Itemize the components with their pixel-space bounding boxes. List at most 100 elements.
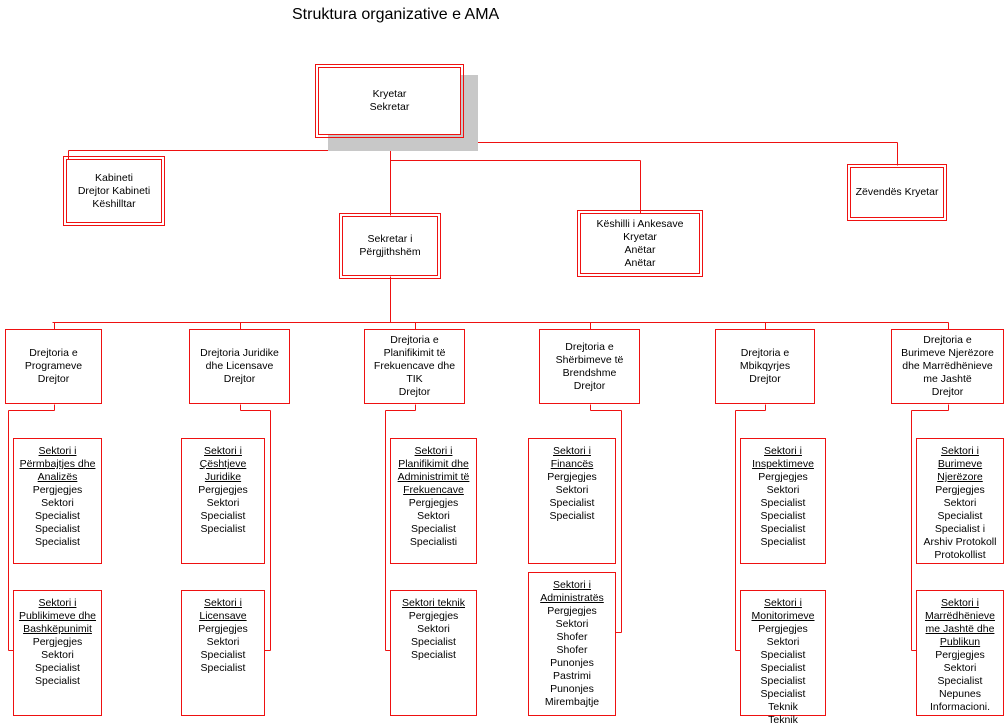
box-text-line: Nepunes — [938, 688, 982, 700]
box-text-line: Sektori — [41, 649, 74, 661]
box-text-line: Programeve — [24, 360, 83, 372]
box-text-line: Specialist — [35, 675, 80, 687]
box-text-line: Brendshme — [562, 366, 617, 379]
box-text-line: TIK — [406, 373, 423, 385]
box-text-line: Specialist — [35, 523, 80, 535]
box-text-line: Planifikimit të — [383, 347, 446, 359]
box-text-line: Sektori — [555, 484, 589, 496]
sector-title-line: Sektori i — [414, 445, 453, 457]
box-text-line: Punonjes — [550, 657, 594, 669]
box-text-line: Specialist — [760, 523, 806, 535]
box-text-line: Punonjes — [550, 683, 594, 695]
box-text-line: Specialist — [760, 675, 806, 687]
box-text-line: Përgjithshëm — [359, 246, 421, 258]
sector-title-line: Administrimit të — [397, 471, 470, 483]
box-text-line: Sekretar i — [367, 233, 413, 245]
deputy-chair-box: Zëvendës Kryetar — [847, 164, 947, 221]
box-text-line: Burimeve Njerëzore — [901, 347, 994, 359]
box-text-line: Kabineti — [95, 171, 133, 184]
box-text-line: Specialist — [760, 649, 806, 661]
box-text-line: Pergjegjes — [547, 605, 597, 617]
sector-title-line: Sektori teknik — [401, 597, 466, 609]
sector-title-line: Marrëdhënieve — [924, 610, 996, 622]
box-text-line: Drejtoria e — [390, 334, 439, 346]
sector-title-line: Sektori i — [553, 579, 591, 591]
box-text-line: Specialist — [760, 510, 806, 522]
box-text-line: Anëtar — [624, 243, 656, 256]
sector-title-line: Publikun — [939, 636, 981, 648]
sector-title-line: Analizës — [37, 471, 78, 483]
box-text-line: Pastrimi — [553, 670, 591, 682]
sector-title-line: Planifikimit dhe — [398, 458, 469, 470]
box-text-line: Sektori — [943, 497, 977, 509]
sector-title-line: Sektori i — [941, 445, 979, 457]
box-text-line: Specialist — [200, 662, 246, 674]
box-text-line: Shofer — [556, 644, 588, 656]
sector-title-line: Sektori i — [764, 597, 802, 609]
sector-title-line: Juridike — [204, 471, 242, 483]
box-text-line: Drejtoria e — [29, 347, 78, 359]
box-text-line: Specialist — [200, 649, 246, 661]
box-text-line: Specialisti — [409, 536, 458, 548]
box-text-line: me Jashtë — [923, 373, 972, 385]
box-text-line: Pergjegjes — [547, 471, 597, 483]
box-text-line: Sektori — [417, 623, 450, 635]
box-text-line: Drejtoria e — [923, 334, 972, 346]
box-text-line: Specialist — [200, 510, 246, 522]
sector-title-line: Sektori i — [941, 597, 979, 609]
box-text-line: Sektori — [417, 510, 450, 522]
box-text-line: Sektori — [206, 497, 240, 509]
sector-title-line: Frekuencave — [403, 484, 464, 496]
sector-title-line: Sektori i — [204, 445, 242, 457]
box-text-line: Drejtoria e — [740, 347, 790, 359]
sector-title-line: Sektori i — [553, 445, 591, 457]
box-text-line: Këshilli i Ankesave — [596, 217, 684, 230]
box-text-line: Shërbimeve të — [555, 353, 624, 366]
sector-title-line: Publikimeve dhe — [18, 610, 97, 622]
box-text-line: Pergjegjes — [408, 610, 459, 622]
sector-title-line: Licensave — [199, 610, 247, 622]
box-text-line: Pergjegjes — [758, 471, 808, 483]
box-text-line: Drejtor — [931, 386, 964, 398]
box-text-line: Kryetar — [372, 88, 407, 100]
page-title: Struktura organizative e AMA — [292, 6, 500, 23]
sector-title-line: Monitorimeve — [751, 610, 815, 622]
box-text-line: Sektori — [555, 618, 589, 630]
sector-title-line: Sektori i — [764, 445, 802, 457]
box-text-line: Drejtor — [37, 373, 70, 385]
sector-title-line: Administratës — [540, 592, 604, 604]
box-text-line: Mbikqyrjes — [739, 360, 791, 372]
box-text-line: Shofer — [556, 631, 588, 643]
box-text-line: Pergjegjes — [198, 623, 248, 635]
box-text-line: Drejtor Kabineti — [77, 184, 151, 197]
box-text-line: Protokollist — [934, 549, 986, 561]
box-text-line: Pergjegjes — [935, 649, 985, 661]
box-text-line: Drejtor — [223, 373, 256, 385]
box-text-line: Specialist — [411, 523, 456, 535]
sector-title-line: Burimeve — [937, 458, 983, 470]
box-text-line: Specialist — [937, 510, 983, 522]
box-text-line: Drejtoria Juridike — [200, 347, 279, 359]
box-text-line: Teknik — [768, 701, 798, 713]
box-text-line: Pergjegjes — [32, 636, 83, 648]
box-text-line: Specialist — [200, 523, 246, 535]
box-text-line: Sektori — [943, 662, 977, 674]
box-text-line: dhe Marrëdhënieve — [902, 360, 993, 372]
box-text-line: Specialist — [760, 662, 806, 674]
box-text-line: Informacioni. — [929, 701, 991, 713]
box-text-line: Mirembajtje — [544, 696, 600, 708]
